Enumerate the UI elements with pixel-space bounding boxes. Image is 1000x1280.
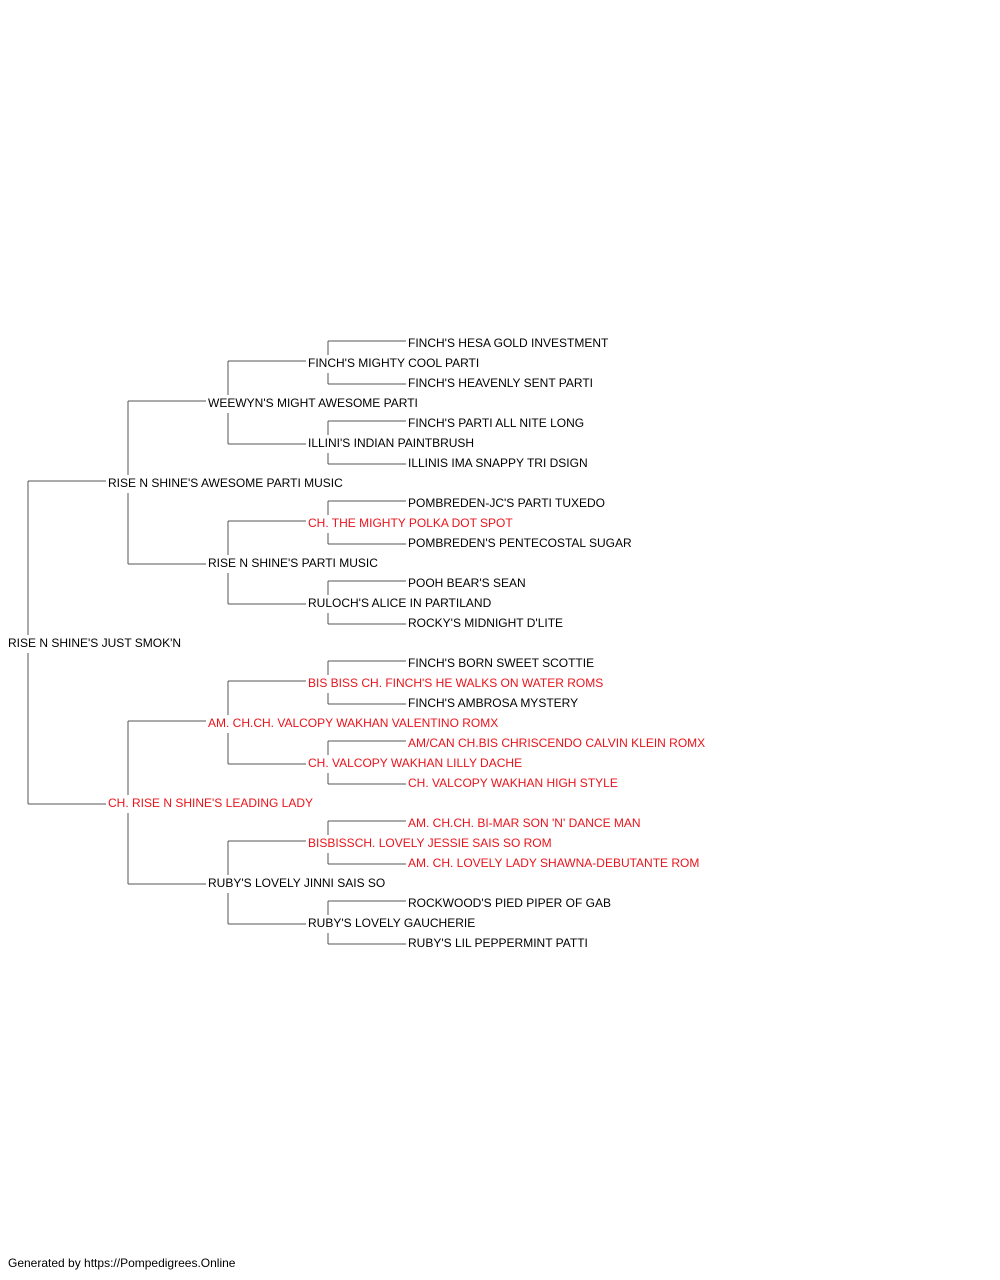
dog-name-sire.dam.sire.sire[interactable]: POMBREDEN-JC'S PARTI TUXEDO — [408, 496, 605, 510]
dog-name-sire.dam.sire.dam[interactable]: POMBREDEN'S PENTECOSTAL SUGAR — [408, 536, 632, 550]
dog-name-dam.dam.sire[interactable]: BISBISSCH. LOVELY JESSIE SAIS SO ROM — [308, 836, 552, 850]
dog-name-sire.dam.dam.sire[interactable]: POOH BEAR'S SEAN — [408, 576, 526, 590]
dog-name-sire.dam.dam[interactable]: RULOCH'S ALICE IN PARTILAND — [308, 596, 492, 610]
dog-name-dam.sire[interactable]: AM. CH.CH. VALCOPY WAKHAN VALENTINO ROMX — [208, 716, 498, 730]
dog-name-sire.dam[interactable]: RISE N SHINE'S PARTI MUSIC — [208, 556, 378, 570]
dog-name-dam.sire.dam.dam[interactable]: CH. VALCOPY WAKHAN HIGH STYLE — [408, 776, 618, 790]
dog-name-sire.sire.dam.sire[interactable]: FINCH'S PARTI ALL NITE LONG — [408, 416, 584, 430]
dog-name-sire.sire.dam.dam[interactable]: ILLINIS IMA SNAPPY TRI DSIGN — [408, 456, 588, 470]
dog-name-dam.dam.dam.dam[interactable]: RUBY'S LIL PEPPERMINT PATTI — [408, 936, 588, 950]
dog-name-dam.dam.dam[interactable]: RUBY'S LOVELY GAUCHERIE — [308, 916, 475, 930]
dog-name-dam.sire.sire.sire[interactable]: FINCH'S BORN SWEET SCOTTIE — [408, 656, 594, 670]
dog-name-dam.sire.sire[interactable]: BIS BISS CH. FINCH'S HE WALKS ON WATER R… — [308, 676, 603, 690]
dog-name-sire.dam.sire[interactable]: CH. THE MIGHTY POLKA DOT SPOT — [308, 516, 513, 530]
dog-name-sire.sire.sire.sire[interactable]: FINCH'S HESA GOLD INVESTMENT — [408, 336, 609, 350]
dog-name-sire.sire[interactable]: WEEWYN'S MIGHT AWESOME PARTI — [208, 396, 418, 410]
dog-name-dam.sire.sire.dam[interactable]: FINCH'S AMBROSA MYSTERY — [408, 696, 578, 710]
footer-credit[interactable]: Generated by https://Pompedigrees.Online — [8, 1256, 236, 1270]
dog-name-dam.dam.dam.sire[interactable]: ROCKWOOD'S PIED PIPER OF GAB — [408, 896, 611, 910]
dog-name-dam.dam.sire.dam[interactable]: AM. CH. LOVELY LADY SHAWNA-DEBUTANTE ROM — [408, 856, 699, 870]
dog-name-sire.dam.dam.dam[interactable]: ROCKY'S MIDNIGHT D'LITE — [408, 616, 563, 630]
dog-name-dam.dam[interactable]: RUBY'S LOVELY JINNI SAIS SO — [208, 876, 385, 890]
dog-name-dam.sire.dam[interactable]: CH. VALCOPY WAKHAN LILLY DACHE — [308, 756, 522, 770]
dog-name-sire.sire.dam[interactable]: ILLINI'S INDIAN PAINTBRUSH — [308, 436, 474, 450]
dog-name-dam.dam.sire.sire[interactable]: AM. CH.CH. BI-MAR SON 'N' DANCE MAN — [408, 816, 641, 830]
dog-name-dam.sire.dam.sire[interactable]: AM/CAN CH.BIS CHRISCENDO CALVIN KLEIN RO… — [408, 736, 705, 750]
dog-name-sire.sire.sire.dam[interactable]: FINCH'S HEAVENLY SENT PARTI — [408, 376, 593, 390]
dog-name-sire[interactable]: RISE N SHINE'S AWESOME PARTI MUSIC — [108, 476, 343, 490]
dog-name-sire.sire.sire[interactable]: FINCH'S MIGHTY COOL PARTI — [308, 356, 479, 370]
dog-name-dam[interactable]: CH. RISE N SHINE'S LEADING LADY — [108, 796, 313, 810]
dog-name-subject[interactable]: RISE N SHINE'S JUST SMOK'N — [8, 636, 181, 650]
